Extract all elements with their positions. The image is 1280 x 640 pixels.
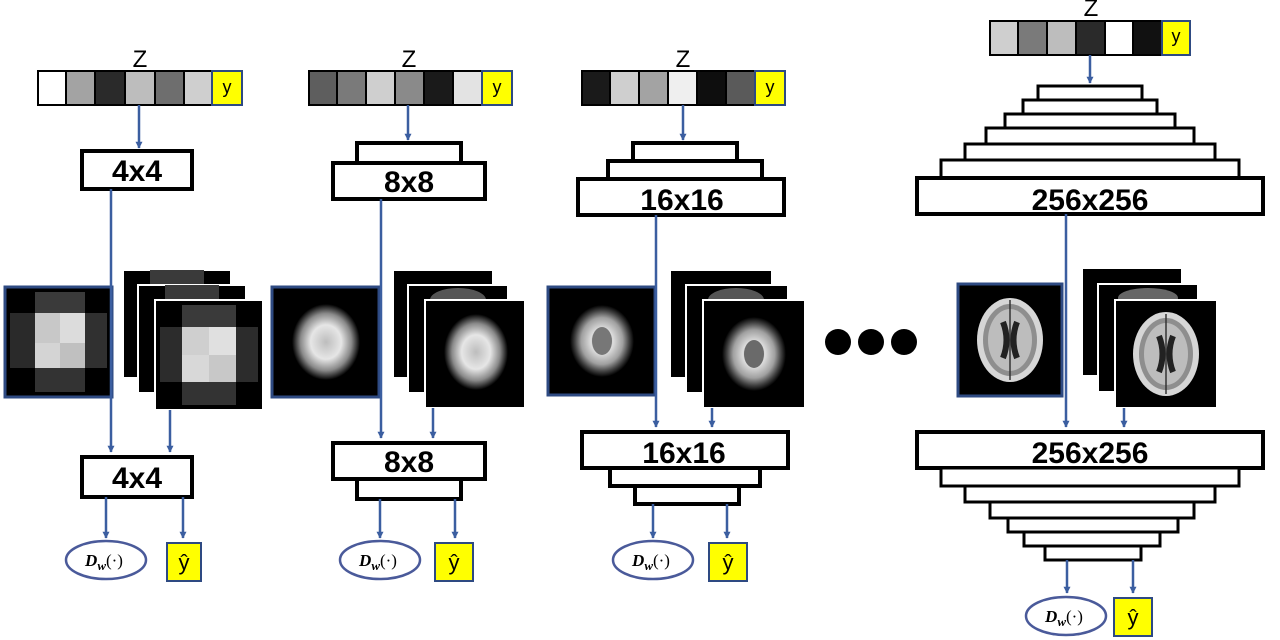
latent-vector: y	[308, 70, 513, 106]
z-label: Z	[676, 46, 691, 73]
latent-cell	[638, 70, 669, 106]
latent-cell	[124, 70, 156, 106]
real-image-stack	[392, 269, 526, 409]
class-output	[1113, 597, 1153, 637]
generator-resolution-label: 16x16	[640, 184, 723, 217]
y-label: y	[766, 77, 775, 97]
discriminator-output-label: Dw(·)	[631, 551, 670, 573]
label-tag	[481, 70, 513, 106]
class-output-label: ŷ	[449, 550, 460, 575]
latent-cell	[183, 70, 213, 106]
real-image-stack	[1081, 267, 1218, 409]
y-label: y	[1172, 26, 1181, 46]
generator-block	[576, 141, 786, 217]
discriminator-output-label: Dw(·)	[1044, 607, 1083, 629]
label-tag	[211, 70, 243, 106]
latent-cell	[667, 70, 698, 106]
class-output	[166, 542, 202, 582]
class-output-label: ŷ	[1128, 605, 1139, 630]
latent-cell	[1104, 20, 1134, 56]
generator-block	[80, 149, 194, 191]
latent-cell	[1017, 20, 1048, 56]
generated-image	[956, 282, 1064, 398]
label-tag	[1161, 20, 1191, 56]
stage-256x256: Z y 256x256	[915, 0, 1265, 637]
latent-cell	[1132, 20, 1163, 56]
y-label: y	[493, 77, 502, 97]
discriminator-resolution-label: 8x8	[384, 446, 434, 479]
z-label: Z	[133, 46, 148, 73]
class-output	[708, 542, 748, 582]
real-image-stack	[669, 269, 806, 409]
latent-cell	[37, 70, 67, 106]
label-tag	[754, 70, 786, 106]
discriminator-block	[580, 430, 790, 506]
stage-4x4: Z y 4x4	[3, 46, 264, 582]
z-label: Z	[402, 46, 417, 73]
discriminator-output	[338, 539, 422, 581]
stage-16x16: Z y 16x16	[546, 46, 806, 582]
ellipsis-dots	[825, 329, 917, 355]
discriminator-block	[80, 455, 194, 499]
y-label: y	[223, 77, 232, 97]
z-label: Z	[1084, 0, 1099, 22]
generator-block	[915, 84, 1265, 216]
latent-cell	[452, 70, 483, 106]
latent-cell	[725, 70, 756, 106]
class-output-label: ŷ	[179, 550, 190, 575]
latent-cell	[423, 70, 454, 106]
discriminator-resolution-label: 256x256	[1032, 437, 1149, 470]
generated-image	[546, 285, 657, 397]
latent-cell	[581, 70, 611, 106]
latent-cell	[989, 20, 1019, 56]
discriminator-resolution-label: 4x4	[112, 462, 162, 495]
discriminator-block	[915, 430, 1265, 562]
real-image-stack	[122, 269, 264, 411]
latent-vector: y	[37, 70, 243, 106]
latent-cell	[336, 70, 367, 106]
generated-image	[270, 285, 381, 399]
generator-block	[331, 141, 487, 201]
latent-vector: y	[989, 20, 1191, 56]
latent-cell	[1046, 20, 1077, 56]
latent-cell	[609, 70, 640, 106]
discriminator-output	[1024, 595, 1108, 637]
discriminator-output	[64, 539, 148, 581]
discriminator-output	[611, 539, 695, 581]
latent-cell	[94, 70, 126, 106]
discriminator-block	[331, 441, 487, 501]
discriminator-resolution-label: 16x16	[642, 437, 725, 470]
discriminator-output-label: Dw(·)	[84, 551, 123, 573]
class-output-label: ŷ	[723, 550, 734, 575]
latent-cell	[154, 70, 185, 106]
generator-resolution-label: 8x8	[384, 166, 434, 199]
latent-cell	[365, 70, 396, 106]
latent-cell	[1075, 20, 1106, 56]
latent-cell	[696, 70, 727, 106]
latent-vector: y	[581, 70, 786, 106]
latent-cell	[308, 70, 338, 106]
generator-resolution-label: 256x256	[1032, 184, 1149, 217]
latent-cell	[394, 70, 425, 106]
discriminator-output-label: Dw(·)	[358, 551, 397, 573]
latent-cell	[65, 70, 96, 106]
generated-image	[3, 285, 114, 399]
stage-8x8: Z y 8x8	[270, 46, 526, 582]
generator-resolution-label: 4x4	[112, 155, 162, 188]
class-output	[434, 542, 474, 582]
